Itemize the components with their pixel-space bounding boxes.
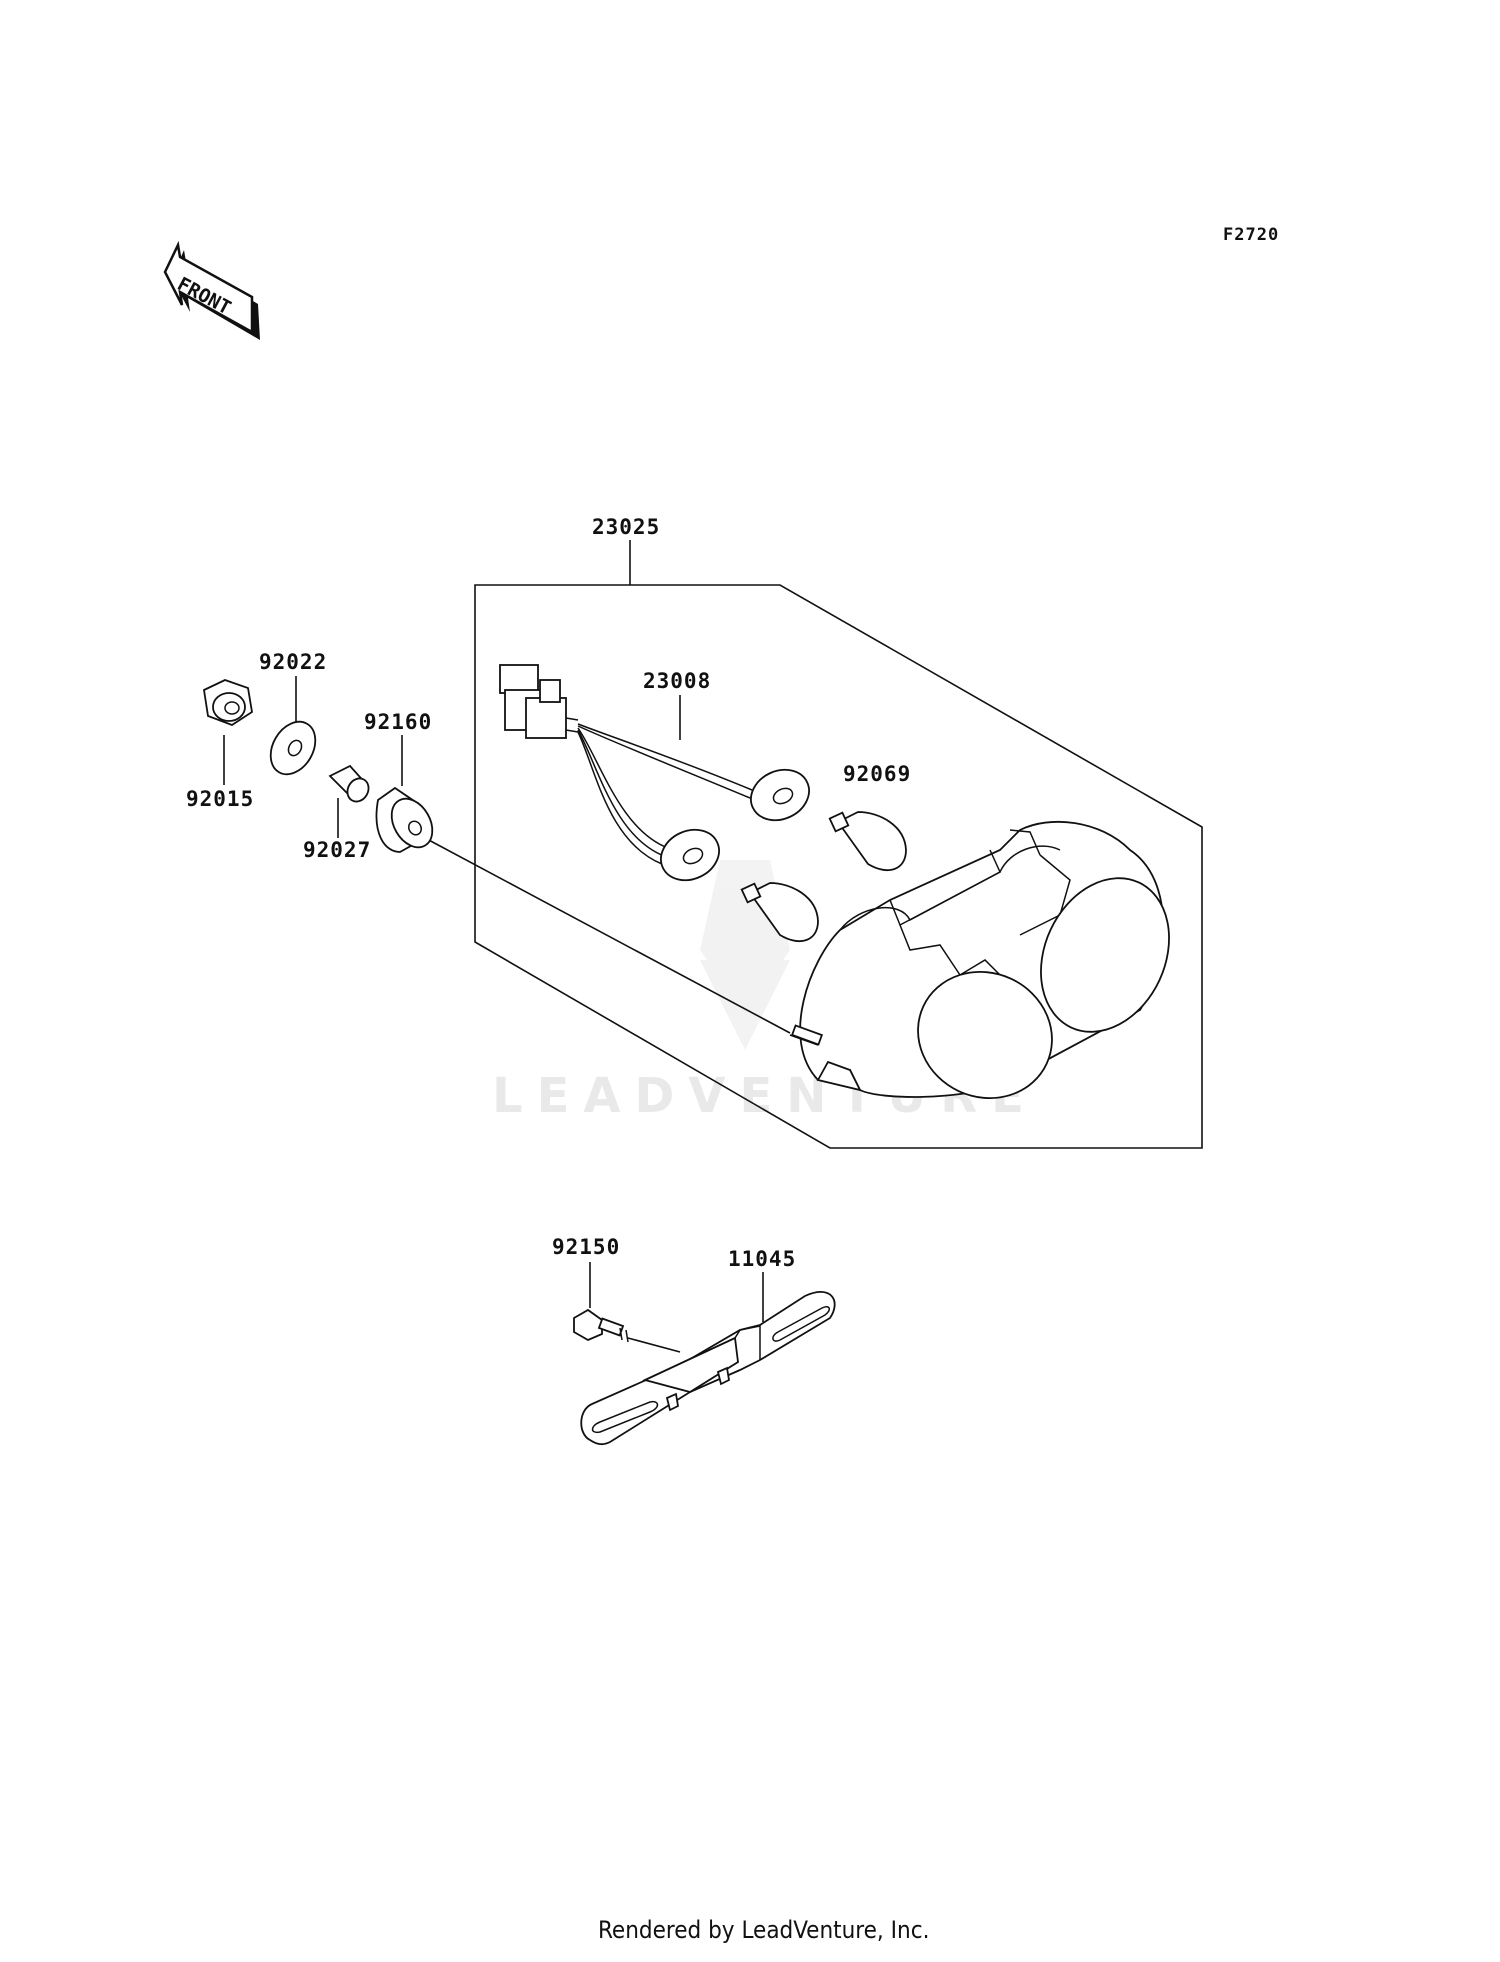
diagram-code: F2720 bbox=[1223, 225, 1279, 245]
leader-92150-bracket bbox=[627, 1337, 681, 1353]
wiring-harness bbox=[499, 664, 810, 882]
assembly-outline bbox=[474, 584, 1203, 1149]
tail-light-housing bbox=[789, 820, 1170, 1100]
leader-92160-stud bbox=[424, 837, 791, 1034]
bracket-icon bbox=[580, 1290, 836, 1446]
part-label-92015: 92015 bbox=[186, 787, 254, 811]
collar-icon bbox=[328, 764, 370, 803]
damper-icon bbox=[375, 786, 434, 853]
part-label-23025: 23025 bbox=[592, 515, 660, 539]
part-label-23008: 23008 bbox=[643, 669, 711, 693]
bulb-icon bbox=[740, 811, 907, 943]
part-label-92027: 92027 bbox=[303, 838, 371, 862]
washer-icon bbox=[269, 720, 317, 776]
nut-icon bbox=[203, 679, 253, 727]
part-label-11045: 11045 bbox=[728, 1247, 796, 1271]
part-label-92150: 92150 bbox=[552, 1235, 620, 1259]
part-label-92160: 92160 bbox=[364, 710, 432, 734]
bolt-icon bbox=[573, 1308, 629, 1343]
front-arrow-icon: FRONT bbox=[163, 240, 260, 340]
part-label-92022: 92022 bbox=[259, 650, 327, 674]
part-label-92069: 92069 bbox=[843, 762, 911, 786]
footer-credit: Rendered by LeadVenture, Inc. bbox=[598, 1916, 929, 1944]
